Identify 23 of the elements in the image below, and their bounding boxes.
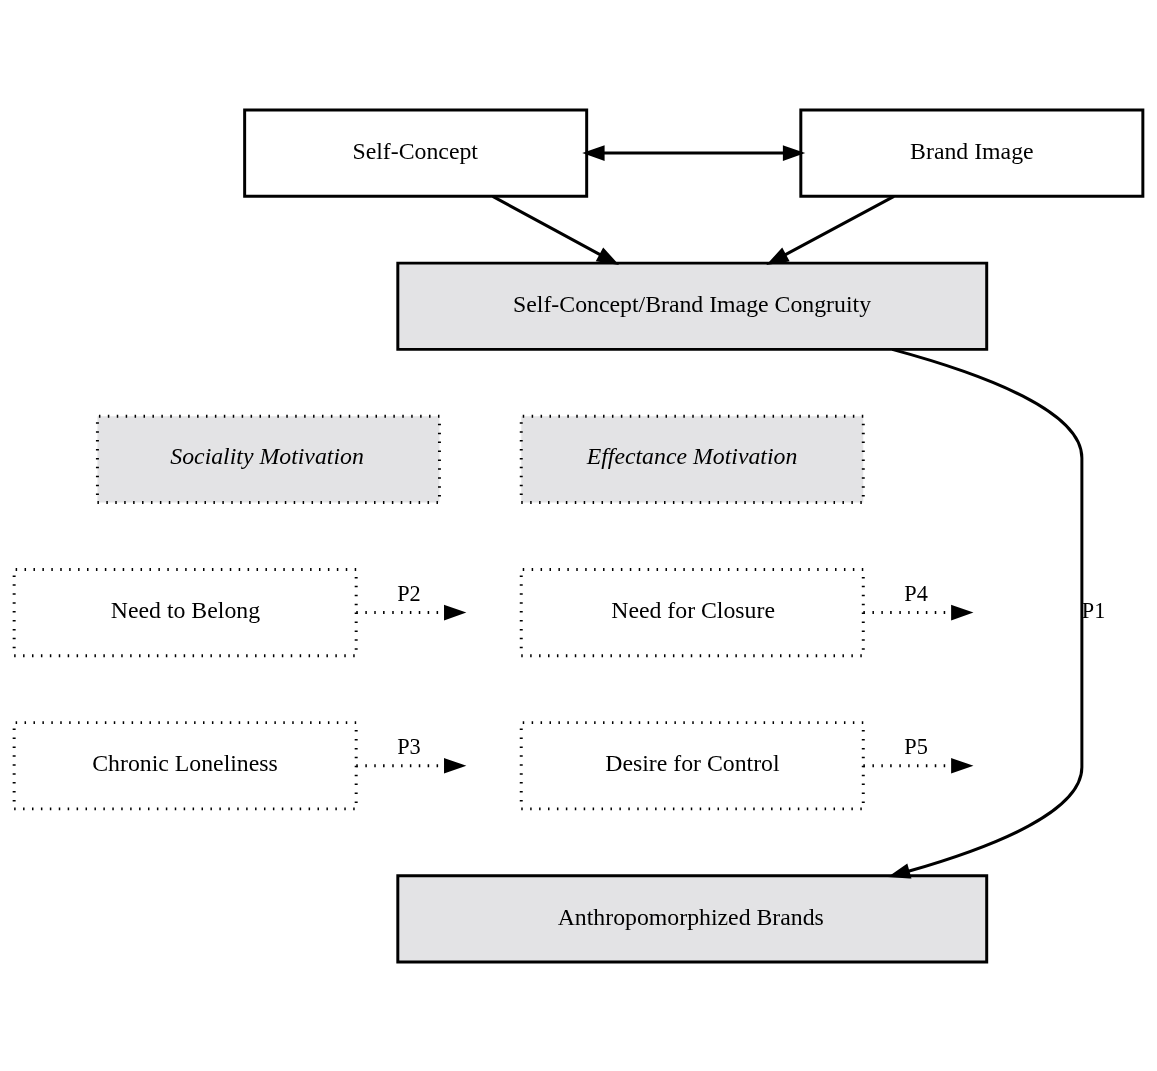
- arrow: [863, 757, 974, 774]
- arrow: [356, 604, 467, 620]
- node-box: Need to Belong: [12, 567, 358, 657]
- arrow: [582, 144, 806, 161]
- arrow: [492, 194, 620, 265]
- arrow: [863, 604, 974, 620]
- edge-label: P3: [397, 733, 421, 759]
- node-box: Sociality Motivation: [95, 414, 441, 504]
- arrow: [766, 194, 895, 265]
- edge-label: P5: [904, 733, 928, 759]
- node-box: Anthropomorphized Brands: [396, 873, 989, 964]
- node-box: Brand Image: [799, 107, 1145, 198]
- arrow: [887, 347, 1084, 878]
- node-box: Effectance Motivation: [519, 414, 865, 504]
- node-box: Desire for Control: [519, 720, 865, 810]
- edge-label: P1: [1081, 597, 1106, 623]
- node-box: Self-Concept: [243, 107, 589, 198]
- node-box: Chronic Loneliness: [12, 720, 358, 810]
- node-box: Need for Closure: [519, 567, 865, 657]
- node-box: Self-Concept/Brand Image Congruity: [396, 261, 989, 351]
- edge-label: P2: [397, 580, 421, 606]
- arrow: [356, 757, 467, 774]
- edge-label: P4: [904, 580, 928, 606]
